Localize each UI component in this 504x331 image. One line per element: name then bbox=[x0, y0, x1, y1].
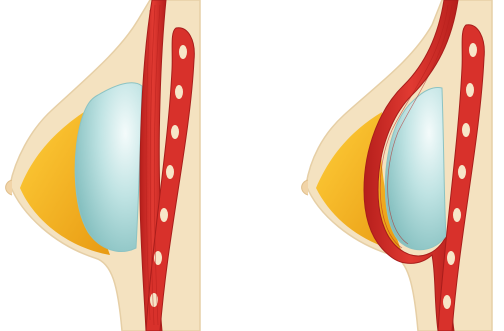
breast-cross-section-subglandular-icon bbox=[0, 0, 252, 331]
panel-submuscular bbox=[252, 0, 504, 331]
nipple bbox=[302, 180, 308, 195]
nipple bbox=[6, 180, 12, 195]
breast-cross-section-submuscular-icon bbox=[252, 0, 504, 331]
panel-subglandular bbox=[0, 0, 252, 331]
